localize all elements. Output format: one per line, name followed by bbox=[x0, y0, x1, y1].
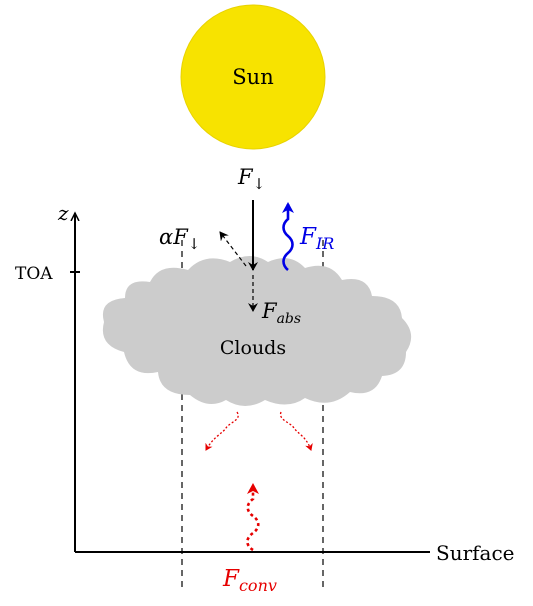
toa-label: TOA bbox=[15, 264, 53, 284]
reflected-flux-sub: ↓ bbox=[188, 235, 201, 253]
incoming-flux-symbol: F bbox=[237, 165, 254, 189]
reflected-flux-arrow bbox=[219, 231, 247, 267]
reflected-flux-prefix: α bbox=[159, 225, 173, 249]
surface-label: Surface bbox=[436, 541, 515, 565]
convective-flux-arrow bbox=[246, 483, 260, 552]
sun-label: Sun bbox=[232, 65, 273, 89]
reflected-flux: αF↓ bbox=[159, 225, 247, 267]
convective-flux: Fconv bbox=[222, 483, 277, 595]
incoming-flux-sub: ↓ bbox=[253, 175, 266, 193]
reflected-flux-label: αF↓ bbox=[159, 225, 200, 253]
absorbed-flux-symbol: F bbox=[261, 299, 278, 323]
sun: Sun bbox=[180, 4, 326, 150]
axes: z TOA Surface bbox=[15, 201, 515, 565]
infrared-flux-arrow bbox=[282, 202, 294, 271]
cloud-heat-release bbox=[205, 411, 313, 451]
sun-disk bbox=[180, 4, 326, 150]
infrared-flux-symbol: F bbox=[299, 224, 317, 250]
z-axis-label: z bbox=[57, 201, 69, 225]
convective-flux-sub: conv bbox=[239, 576, 277, 595]
heat-release-arrow-left bbox=[205, 411, 239, 451]
clouds: Clouds bbox=[102, 256, 412, 406]
convective-flux-label: Fconv bbox=[222, 566, 277, 595]
infrared-flux-label: FIR bbox=[299, 224, 334, 253]
clouds-label: Clouds bbox=[220, 337, 286, 359]
reflected-flux-symbol: F bbox=[172, 225, 189, 249]
absorbed-flux-sub: abs bbox=[277, 311, 302, 327]
infrared-flux-sub: IR bbox=[315, 234, 334, 253]
absorbed-flux: Fabs bbox=[248, 275, 301, 327]
convective-flux-symbol: F bbox=[222, 566, 240, 592]
infrared-flux: FIR bbox=[282, 202, 334, 271]
cloud-shape bbox=[102, 256, 412, 406]
heat-release-arrow-right bbox=[279, 411, 313, 451]
absorbed-flux-label: Fabs bbox=[261, 299, 301, 327]
incoming-flux-label: F↓ bbox=[237, 165, 265, 193]
incoming-flux: F↓ bbox=[237, 165, 265, 271]
